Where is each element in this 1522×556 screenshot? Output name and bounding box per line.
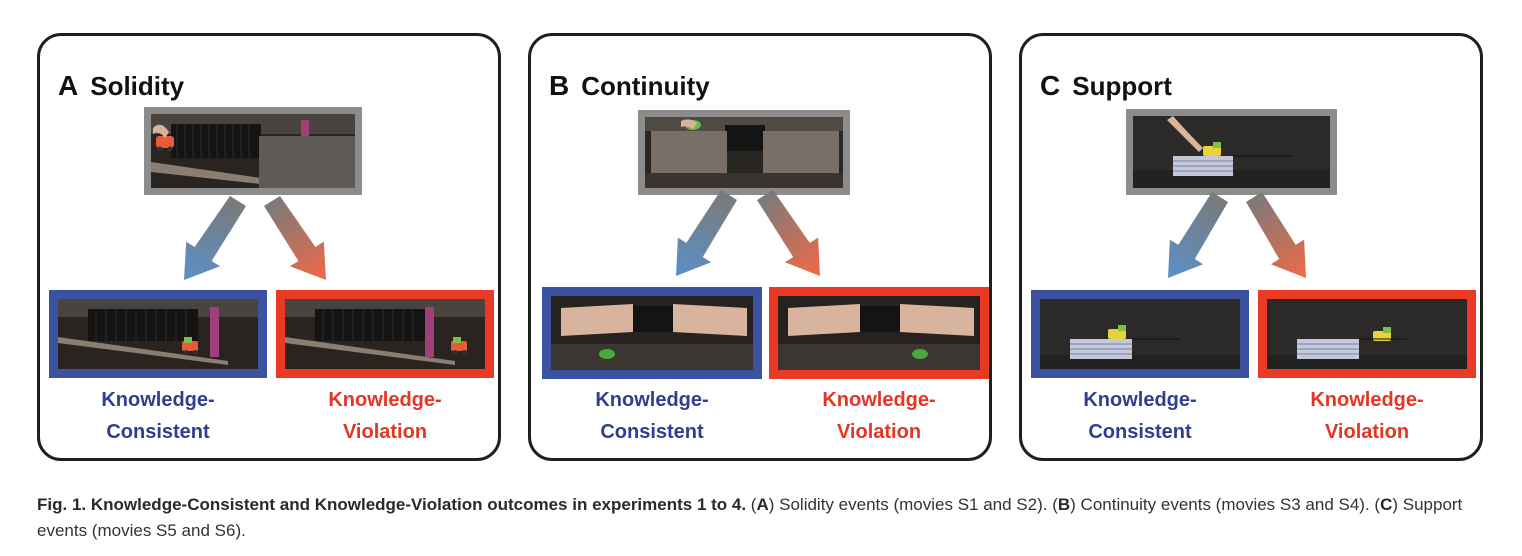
panel-continuity: B Continuity: [528, 33, 992, 461]
consistent-label: Knowledge- Consistent: [1030, 384, 1250, 448]
violation-outcome-frame: [769, 287, 989, 379]
consistent-label-line2: Consistent: [1088, 421, 1192, 443]
violation-label-line2: Violation: [1324, 421, 1410, 443]
violation-label-line1: Knowledge-: [1310, 389, 1424, 411]
caption-part-letter: A: [756, 495, 769, 514]
continuity-source-still: [645, 117, 843, 188]
source-frame: [1126, 109, 1337, 195]
caption-part: ) Support events (movies S5 and S6).: [37, 495, 1463, 540]
source-frame: [638, 110, 850, 195]
violation-label: Knowledge- Violation: [1257, 384, 1477, 448]
support-violation-still: [1267, 299, 1467, 369]
figure-caption: Fig. 1. Knowledge-Consistent and Knowled…: [37, 492, 1513, 544]
solidity-violation-still: [285, 299, 485, 369]
panel-solidity: A Solidity: [37, 33, 501, 461]
consistent-label: Knowledge- Consistent: [48, 384, 268, 448]
violation-label-line1: Knowledge-: [328, 389, 442, 411]
consistent-label-line1: Knowledge-: [1083, 389, 1197, 411]
consistent-label-line2: Consistent: [106, 421, 210, 443]
consistent-label-line1: Knowledge-: [101, 389, 215, 411]
caption-text: (A) Solidity events (movies S1 and S2). …: [37, 495, 1462, 540]
caption-part: ) Continuity events (movies S3 and S4). …: [1070, 495, 1381, 514]
panel-letter: A: [58, 70, 79, 101]
consistent-label-line2: Consistent: [600, 421, 704, 443]
caption-title: Knowledge-Consistent and Knowledge-Viola…: [90, 495, 747, 514]
panel-letter: B: [549, 70, 570, 101]
caption-part-letter: B: [1057, 495, 1071, 514]
violation-outcome-frame: [276, 290, 494, 378]
continuity-violation-still: [778, 296, 980, 370]
source-frame: [144, 107, 362, 195]
caption-part: (: [746, 495, 757, 514]
caption-label: Fig. 1.: [37, 495, 87, 514]
consistent-label-line1: Knowledge-: [595, 389, 709, 411]
consistent-label: Knowledge- Consistent: [542, 384, 762, 448]
solidity-source-still: [151, 114, 355, 188]
violation-label: Knowledge- Violation: [275, 384, 495, 448]
violation-label-line2: Violation: [836, 421, 922, 443]
continuity-consistent-still: [551, 296, 753, 370]
panel-title-text: Continuity: [581, 71, 710, 101]
panel-letter: C: [1040, 70, 1061, 101]
panel-title-text: Support: [1072, 71, 1172, 101]
violation-label-line2: Violation: [342, 421, 428, 443]
consistent-outcome-frame: [1031, 290, 1249, 378]
panel-title: C Support: [1040, 70, 1172, 102]
violation-label-line1: Knowledge-: [822, 389, 936, 411]
caption-part-letter: C: [1380, 495, 1393, 514]
panel-support: C Support: [1019, 33, 1483, 461]
caption-part: ) Solidity events (movies S1 and S2). (: [768, 495, 1058, 514]
panel-title: B Continuity: [549, 70, 710, 102]
support-source-still: [1133, 116, 1330, 188]
consistent-outcome-frame: [49, 290, 267, 378]
consistent-outcome-frame: [542, 287, 762, 379]
violation-label: Knowledge- Violation: [769, 384, 989, 448]
support-consistent-still: [1040, 299, 1240, 369]
panel-title-text: Solidity: [90, 71, 185, 101]
solidity-consistent-still: [58, 299, 258, 369]
panel-title: A Solidity: [58, 70, 184, 102]
violation-outcome-frame: [1258, 290, 1476, 378]
